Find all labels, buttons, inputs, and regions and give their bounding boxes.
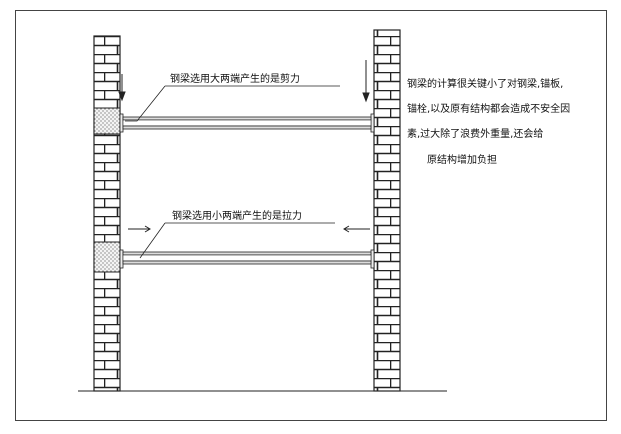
right-brick-wall: [373, 29, 401, 392]
bottom-beam-leader: [139, 222, 166, 259]
top-beam-label: 钢梁选用大两端产生的是剪力: [170, 72, 300, 85]
note-line-1: 钢梁的计算很关键小了对钢梁,锚板,: [407, 77, 563, 90]
top-beam-leader: [125, 85, 166, 122]
bottom-steel-beam: [119, 249, 375, 269]
bottom-beam-label: 钢梁选用小两端产生的是拉力: [172, 209, 302, 222]
left-top-anchor-block: [93, 107, 121, 135]
right-horizontal-arrow: [343, 225, 370, 233]
note-line-3: 素,过大除了浪费外重量,还会给: [407, 127, 543, 140]
left-horizontal-arrow: [128, 225, 151, 233]
top-steel-beam: [119, 113, 375, 133]
right-down-arrow: [362, 60, 370, 103]
left-down-arrow: [118, 74, 126, 102]
drawing-frame: [15, 10, 607, 421]
left-brick-wall: [93, 35, 121, 392]
note-line-4: 原结构增加负担: [427, 153, 497, 166]
note-line-2: 锚栓,以及原有结构都会造成不安全因: [407, 102, 570, 115]
left-bottom-anchor-block: [93, 241, 121, 273]
